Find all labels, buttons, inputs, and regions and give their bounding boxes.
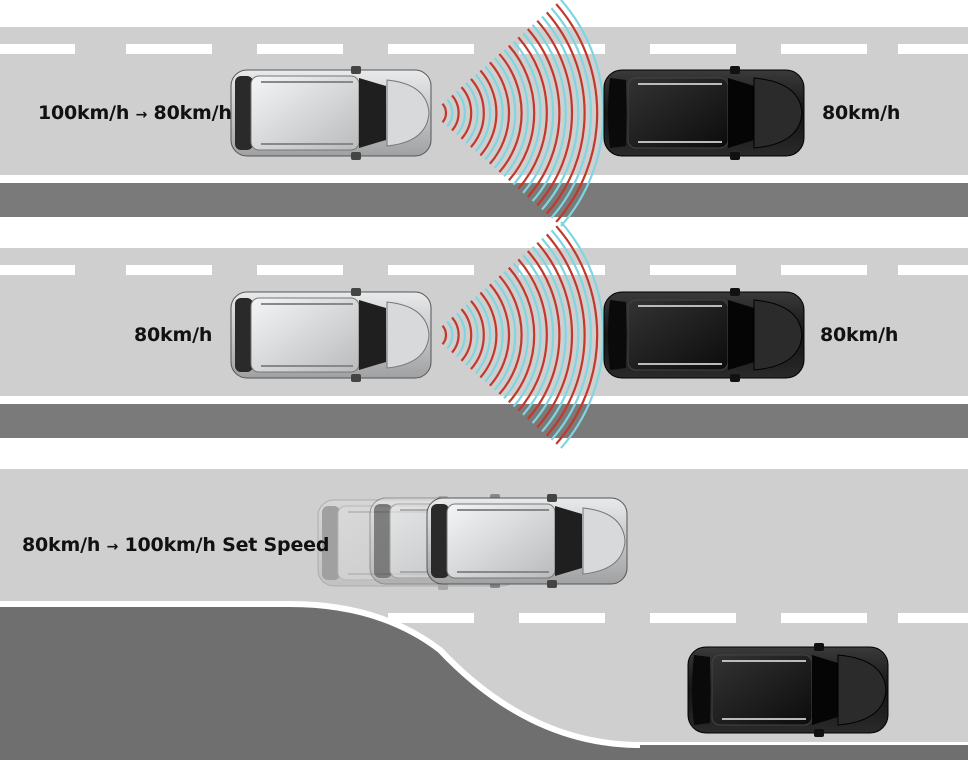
lead-car-exited <box>687 642 889 738</box>
radar-wave-arc <box>508 44 536 182</box>
ego-car <box>230 65 432 161</box>
radar-wave-arc <box>441 325 448 345</box>
radar-wave-arc <box>550 229 592 441</box>
lane-dashes-1 <box>0 44 968 54</box>
radar-wave-arc <box>479 69 498 157</box>
radar-wave-arc <box>560 221 605 449</box>
radar-wave-arc <box>526 28 561 198</box>
radar-wave-arc <box>522 254 555 416</box>
radar-wave-arc <box>451 316 460 354</box>
radar-wave-arc <box>474 295 492 375</box>
scene-3 <box>0 469 968 760</box>
ego-speed: 100km/h <box>38 102 130 124</box>
ego-car <box>230 287 432 383</box>
radar-wave-arc <box>536 241 574 429</box>
median-1 <box>0 183 968 217</box>
median-2 <box>0 404 968 438</box>
radar-waves <box>441 0 605 227</box>
ego-speed-label-2: 80km/h <box>134 324 213 346</box>
radar-wave-arc <box>451 94 460 132</box>
radar-wave-arc <box>455 312 466 358</box>
scene-1 <box>0 0 968 227</box>
radar-wave-arc <box>479 291 498 379</box>
radar-wave-arc <box>512 40 542 186</box>
radar-wave-arc <box>512 262 542 408</box>
radar-wave-arc <box>555 225 599 445</box>
road-edge-line <box>0 601 968 748</box>
radar-wave-arc <box>493 279 517 391</box>
radar-wave-arc <box>460 308 473 362</box>
exit-ramp-area <box>0 604 968 760</box>
radar-wave-arc <box>498 275 523 395</box>
lead-speed-label-1: 80km/h <box>822 102 901 124</box>
radar-wave-arc <box>470 300 485 370</box>
radar-wave-arc <box>465 82 479 144</box>
radar-wave-arc <box>489 61 511 165</box>
radar-waves <box>441 221 605 449</box>
arrow-icon: → <box>135 107 148 123</box>
radar-wave-arc <box>541 237 580 433</box>
radar-wave-arc <box>446 98 454 128</box>
radar-wave-arc <box>465 304 479 366</box>
radar-wave-arc <box>489 283 511 387</box>
radar-wave-arc <box>522 32 555 194</box>
radar-wave-arc <box>517 258 548 412</box>
radar-wave-arc <box>508 266 536 404</box>
radar-wave-arc <box>455 90 466 136</box>
radar-wave-arc <box>545 11 586 215</box>
radar-wave-arc <box>503 49 529 177</box>
radar-wave-arc <box>484 287 504 383</box>
radar-wave-arc <box>536 19 574 207</box>
lane-dashes-3 <box>388 613 968 623</box>
radar-wave-arc <box>460 86 473 140</box>
radar-wave-arc <box>446 320 454 350</box>
radar-wave-arc <box>493 57 517 169</box>
lead-speed-label-2: 80km/h <box>820 324 899 346</box>
ego-target-speed: 80km/h <box>153 102 232 124</box>
radar-wave-arc <box>503 271 529 399</box>
ego-speed: 80km/h <box>22 534 101 556</box>
radar-wave-arc <box>560 0 605 227</box>
lead-car <box>603 65 805 161</box>
radar-wave-arc <box>484 65 504 161</box>
radar-wave-arc <box>555 3 599 223</box>
lead-car <box>603 287 805 383</box>
ego-car <box>426 493 628 589</box>
radar-wave-arc <box>541 15 580 211</box>
speed-label-row-3: 80km/h → 100km/h Set Speed <box>22 534 329 556</box>
radar-wave-arc <box>526 250 561 420</box>
radar-wave-arc <box>474 73 492 153</box>
radar-wave-arc <box>531 246 567 424</box>
radar-wave-arc <box>550 7 592 219</box>
radar-wave-arc <box>517 36 548 190</box>
radar-wave-arc <box>545 233 586 437</box>
speed-label-row-1: 100km/h → 80km/h <box>38 102 232 124</box>
radar-wave-arc <box>470 78 485 148</box>
radar-wave-arc <box>531 24 567 202</box>
arrow-icon: → <box>106 539 119 555</box>
radar-wave-arc <box>498 53 523 173</box>
radar-wave-arc <box>441 103 448 123</box>
ego-target-speed: 100km/h Set Speed <box>124 534 330 556</box>
scene-2 <box>0 221 968 449</box>
